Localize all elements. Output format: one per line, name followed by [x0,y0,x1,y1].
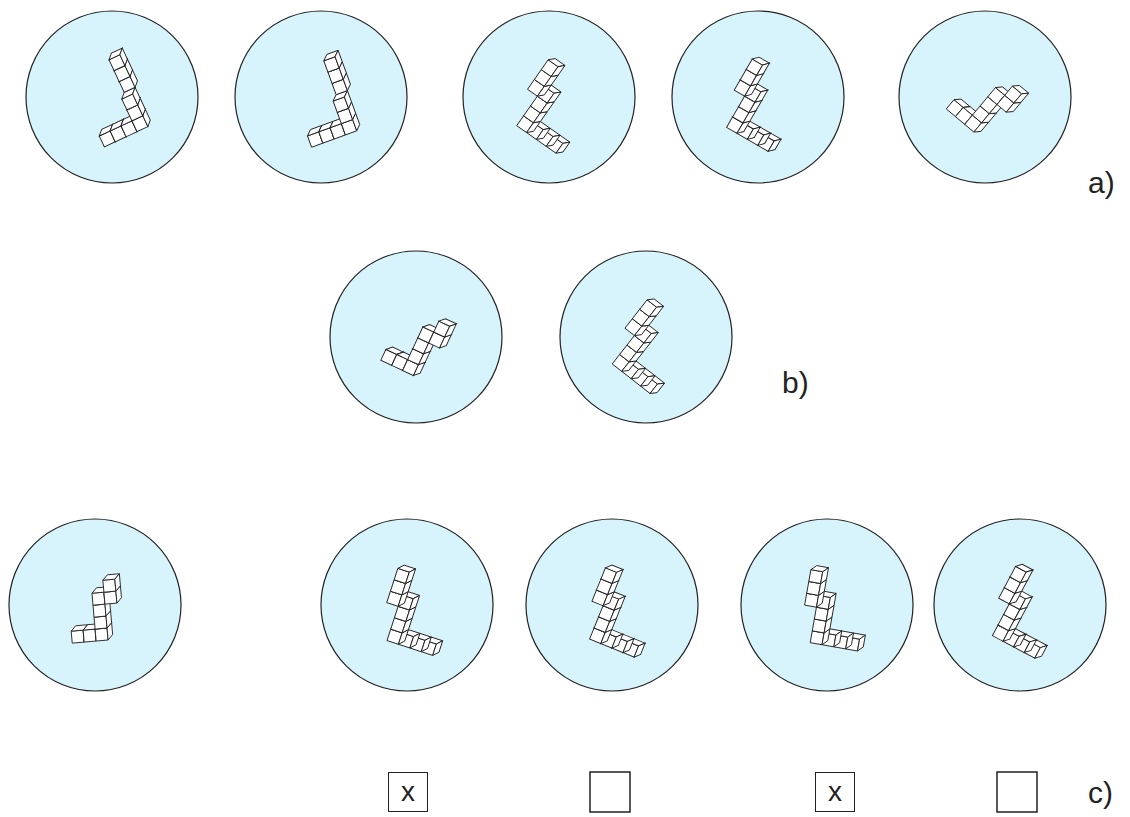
check-mark: x [828,778,842,806]
part-label: a) [1088,168,1115,198]
checkbox: x [815,772,855,812]
part-label: b) [782,368,809,398]
check-mark: x [401,778,415,806]
empty-checkbox [997,772,1037,812]
empty-checkbox [590,772,630,812]
part-label: c) [1088,778,1113,808]
checkbox: x [388,772,428,812]
